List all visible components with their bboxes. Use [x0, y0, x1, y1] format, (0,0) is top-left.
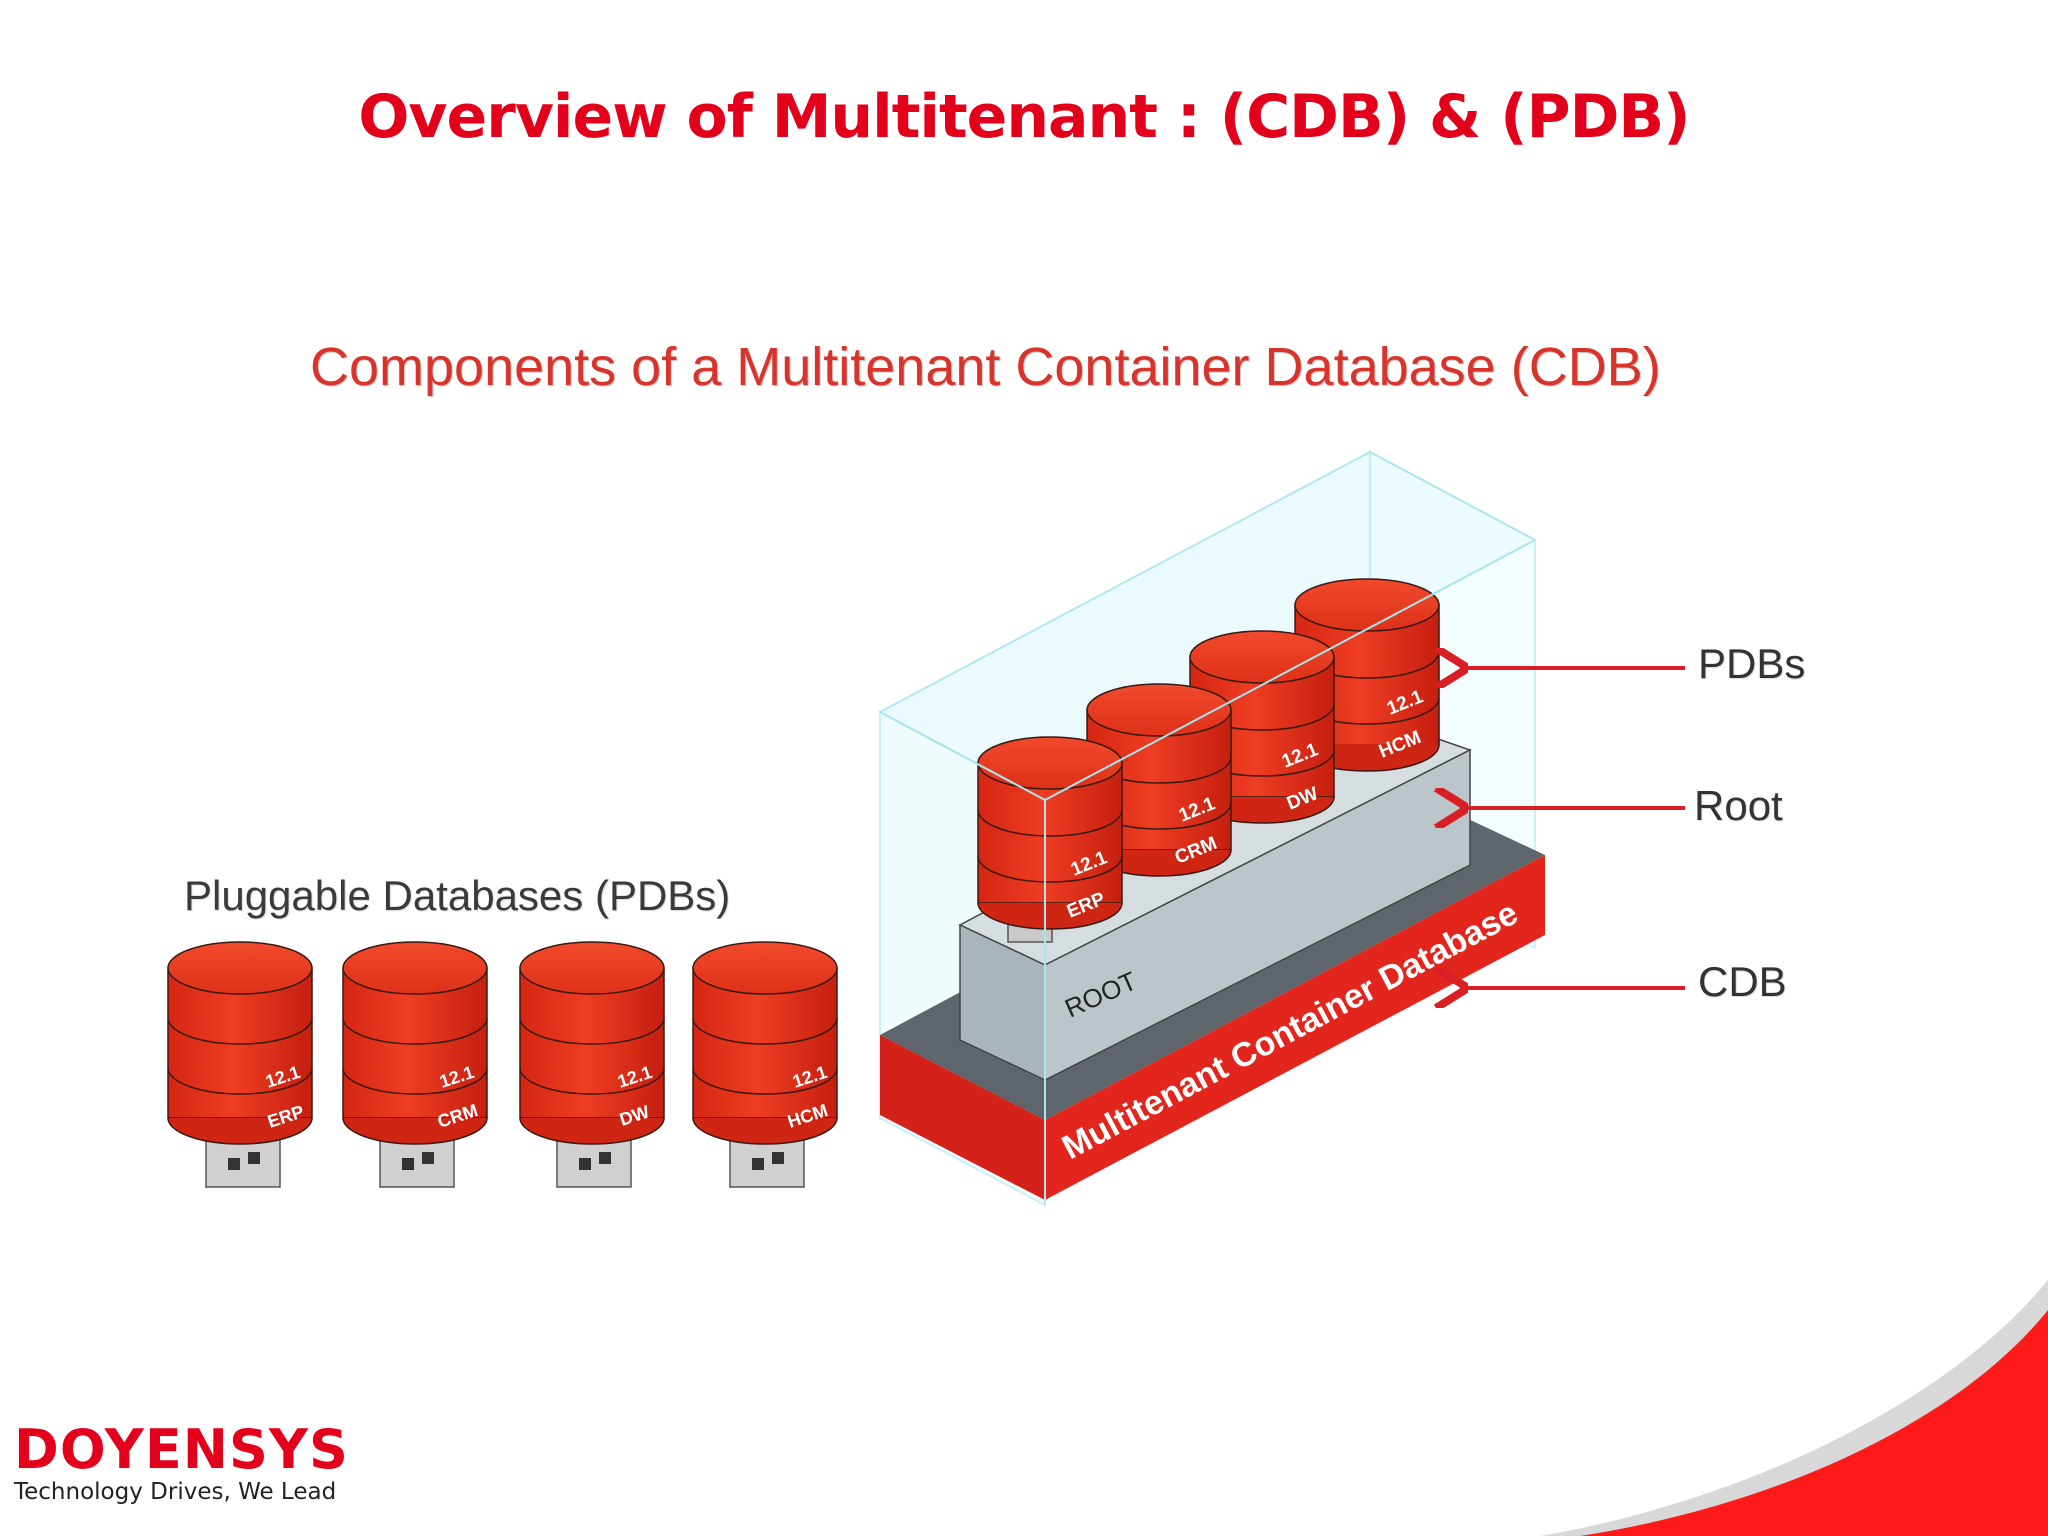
- logo-tagline: Technology Drives, We Lead: [14, 1479, 337, 1505]
- plugged-pdbs: 12.1 HCM 12.1 DW 12.1 CRM: [977, 578, 1440, 943]
- standalone-pdbs: 12.1 ERP 12.1 CRM 12.1 DW: [167, 941, 838, 1188]
- callout-root: Root: [1694, 782, 1783, 829]
- usb-pdb-dw: 12.1 DW: [519, 941, 665, 1188]
- diagram-title: Components of a Multitenant Container Da…: [310, 337, 1661, 397]
- usb-pdb-crm: 12.1 CRM: [342, 941, 488, 1188]
- corner-swoosh: [1540, 1280, 2048, 1536]
- cdb-glass-front: [879, 539, 1536, 1205]
- callout-arrows: [1460, 668, 1685, 988]
- plugged-pdb-erp: 12.1 ERP: [977, 736, 1123, 943]
- slide-title: Overview of Multitenant : (CDB) & (PDB): [358, 82, 1690, 152]
- logo-brand: DOYENSYS: [14, 1418, 349, 1481]
- callout-pdbs: PDBs: [1698, 640, 1806, 687]
- usb-pdb-erp: 12.1 ERP: [167, 941, 313, 1188]
- doyensys-logo: DOYENSYS Technology Drives, We Lead: [14, 1422, 349, 1506]
- callout-cdb: CDB: [1698, 958, 1787, 1005]
- usb-pdb-hcm: 12.1 HCM: [692, 941, 838, 1188]
- pluggable-databases-heading: Pluggable Databases (PDBs): [184, 872, 731, 919]
